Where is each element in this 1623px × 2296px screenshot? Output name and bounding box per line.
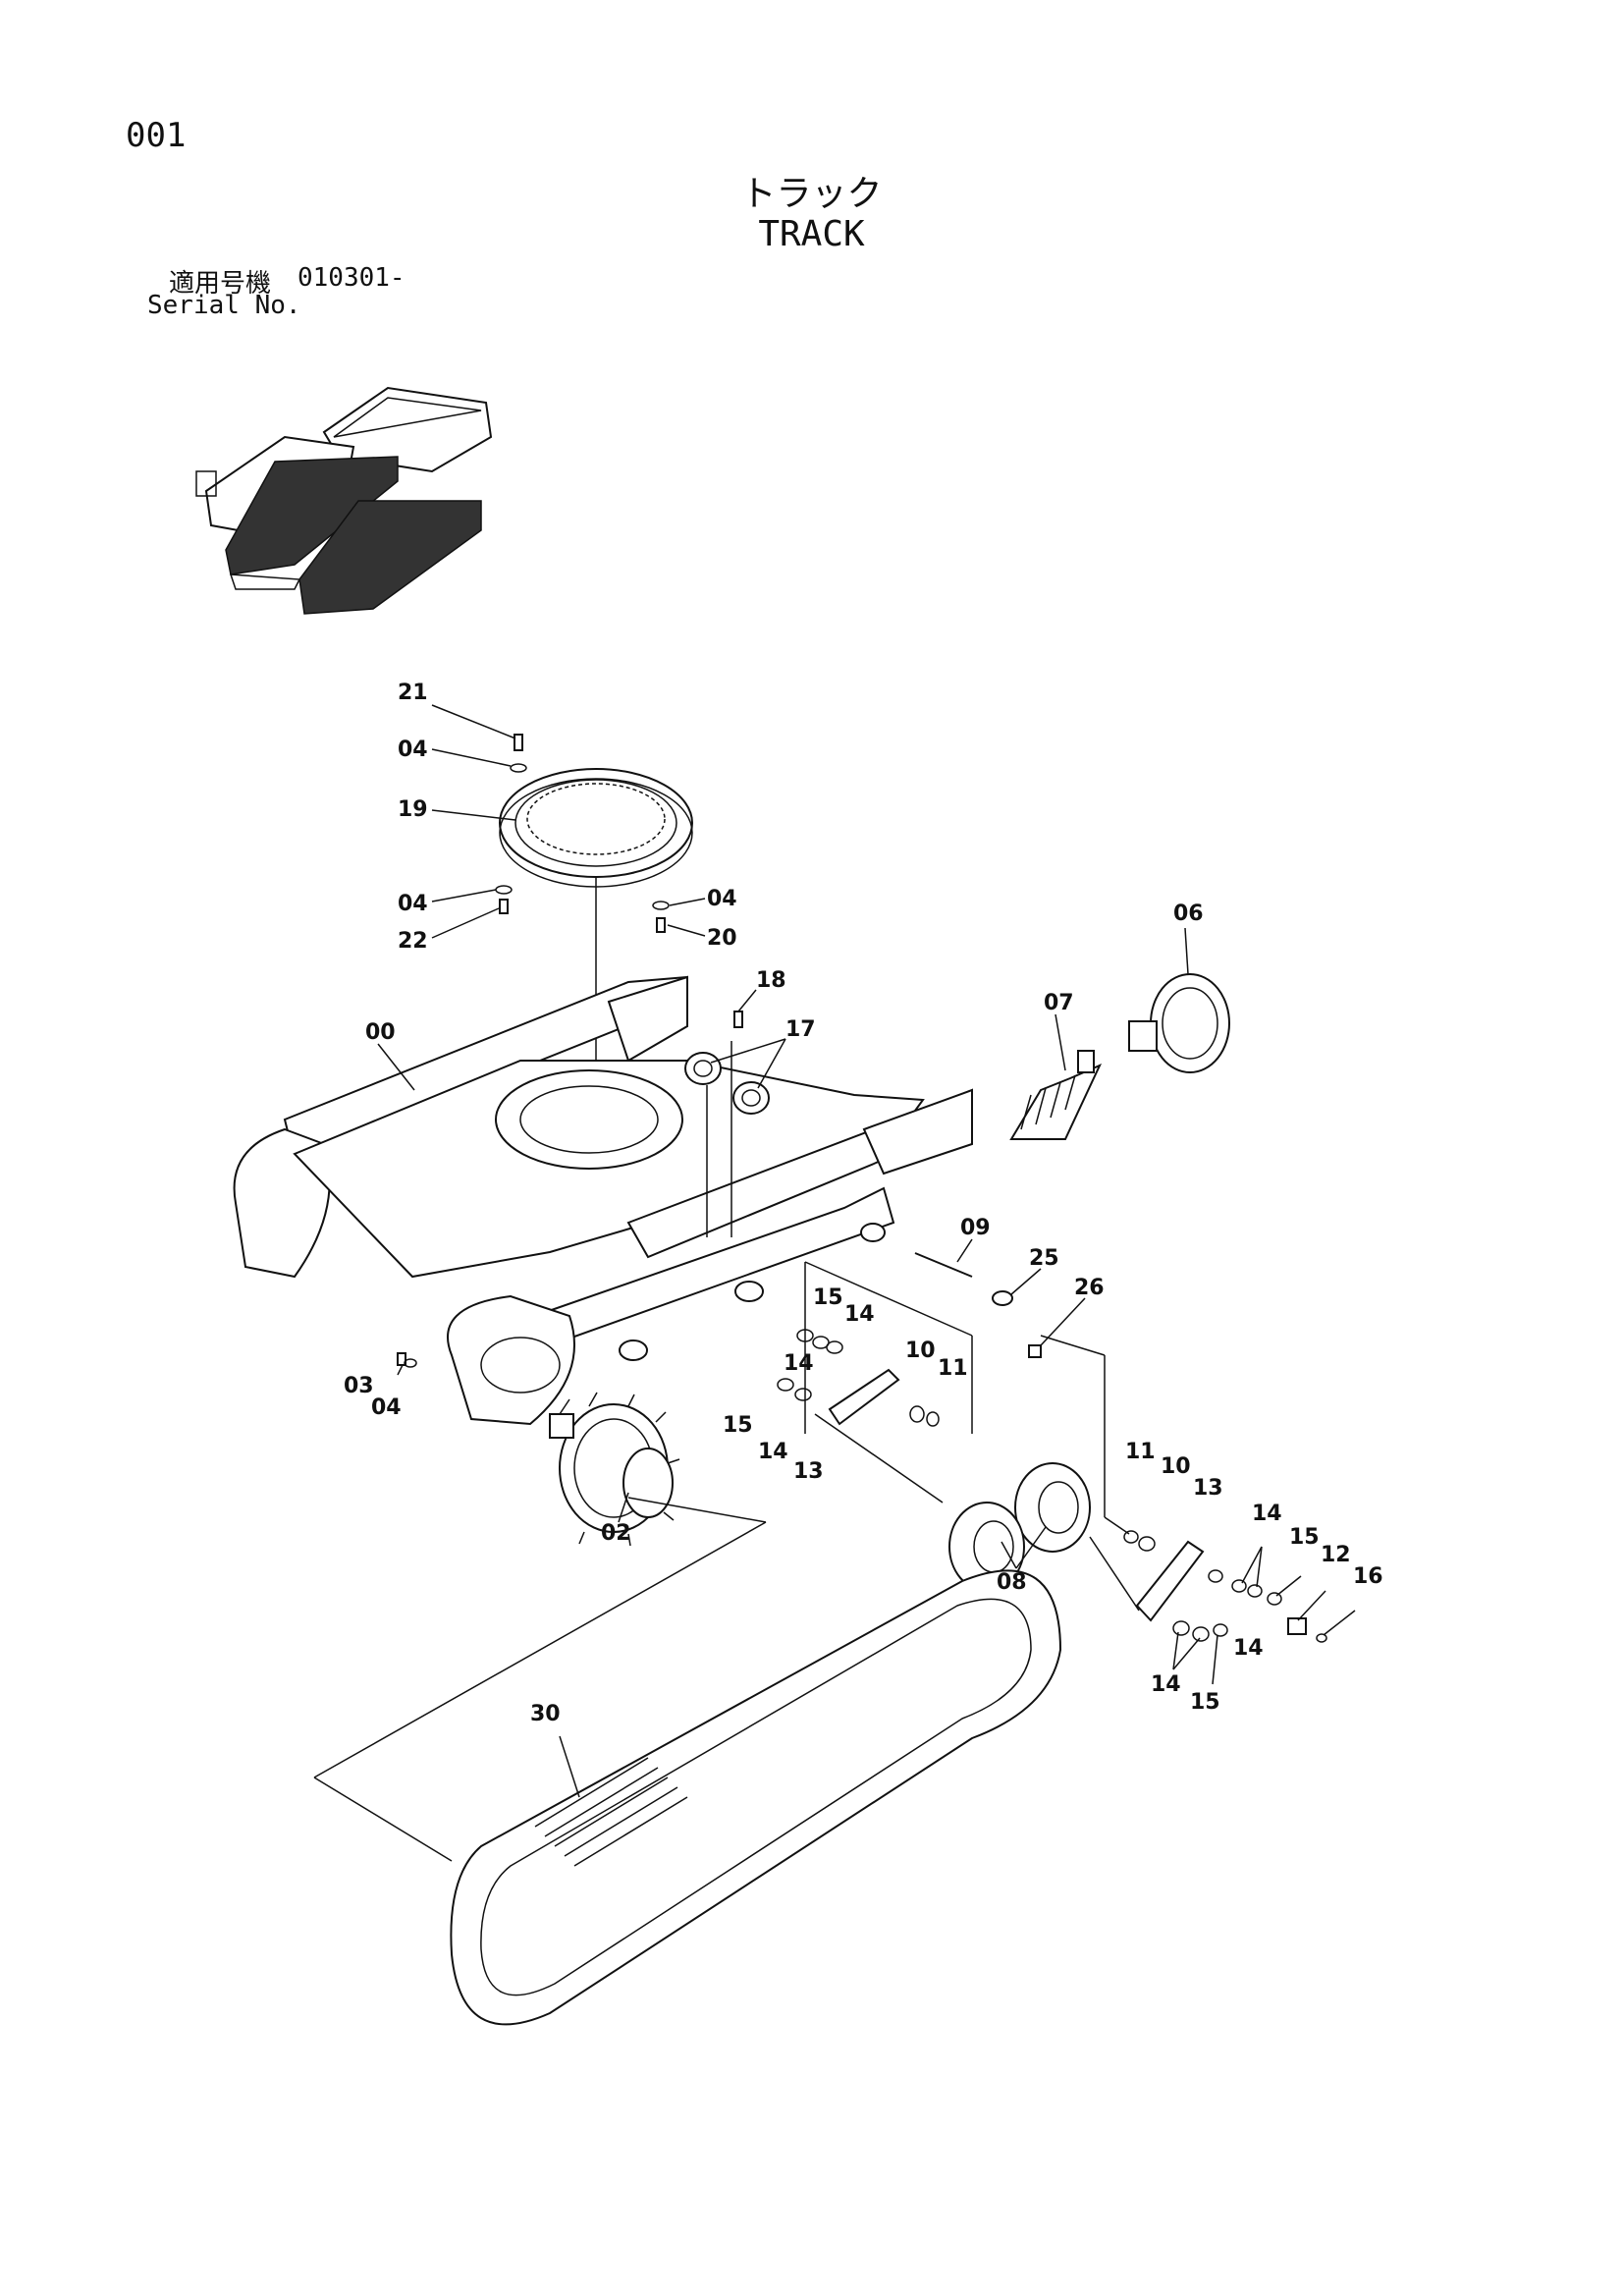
rubber-track <box>450 1569 1062 2026</box>
callout-04: 04 <box>398 892 428 916</box>
callout-11: 11 <box>1125 1440 1156 1464</box>
serial-number-value: 010301- <box>298 263 406 293</box>
page-number: 001 <box>126 116 187 155</box>
callout-30: 30 <box>530 1702 561 1726</box>
callout-19: 19 <box>398 797 428 822</box>
callout-13: 13 <box>1193 1476 1223 1501</box>
callout-20: 20 <box>707 926 737 951</box>
callout-22: 22 <box>398 929 428 954</box>
bracket-right <box>1040 1335 1327 1643</box>
bearing-bolts <box>495 734 670 933</box>
callout-14: 14 <box>784 1351 814 1376</box>
bracket-left <box>777 1261 973 1434</box>
recoil-spring <box>1009 1050 1103 1140</box>
callout-18: 18 <box>756 968 786 993</box>
track-frame <box>233 975 973 1426</box>
machine-thumbnail <box>195 386 493 615</box>
callout-11: 11 <box>938 1356 968 1381</box>
callout-03: 03 <box>344 1374 374 1398</box>
callout-25: 25 <box>1029 1246 1059 1271</box>
callout-04: 04 <box>398 738 428 762</box>
callout-14: 14 <box>1151 1672 1181 1697</box>
callout-15: 15 <box>813 1285 843 1310</box>
upper-rollers <box>684 1011 770 1237</box>
callout-02: 02 <box>601 1521 631 1546</box>
front-idler <box>1128 973 1230 1073</box>
serial-label-japanese: 適用号機 <box>169 269 272 299</box>
callout-09: 09 <box>960 1216 991 1240</box>
serial-label: Serial No. <box>147 291 301 320</box>
callout-14: 14 <box>1252 1502 1282 1526</box>
callout-15: 15 <box>1289 1525 1320 1550</box>
callout-16: 16 <box>1353 1564 1383 1589</box>
sprocket-bolt <box>397 1352 417 1368</box>
callout-10: 10 <box>905 1339 936 1363</box>
callout-21: 21 <box>398 681 428 705</box>
callout-14: 14 <box>758 1440 788 1464</box>
page-title-japanese: トラック <box>740 174 883 214</box>
swing-bearing <box>499 768 693 888</box>
page-title: TRACK <box>758 214 865 254</box>
callout-04: 04 <box>707 887 737 911</box>
leader-lines <box>313 1413 1140 1862</box>
callout-17: 17 <box>785 1017 816 1042</box>
callout-14: 14 <box>1233 1636 1264 1661</box>
callout-00: 00 <box>365 1020 396 1045</box>
idler-pin <box>914 1252 1042 1358</box>
callout-10: 10 <box>1161 1454 1191 1479</box>
sprocket <box>549 1392 680 1547</box>
callout-06: 06 <box>1173 902 1204 926</box>
callout-08: 08 <box>997 1570 1027 1595</box>
callout-04: 04 <box>371 1395 402 1420</box>
callout-14: 14 <box>844 1302 875 1327</box>
callout-arrows <box>377 704 1356 1798</box>
callout-12: 12 <box>1321 1543 1351 1567</box>
callout-07: 07 <box>1044 991 1074 1015</box>
callout-15: 15 <box>723 1413 753 1438</box>
lower-rollers <box>948 1462 1091 1592</box>
callout-15: 15 <box>1190 1690 1220 1715</box>
callout-13: 13 <box>793 1459 824 1484</box>
callout-26: 26 <box>1074 1276 1105 1300</box>
callout-labels: 21 04 19 04 22 04 20 18 17 00 06 07 09 2… <box>344 681 1383 1726</box>
